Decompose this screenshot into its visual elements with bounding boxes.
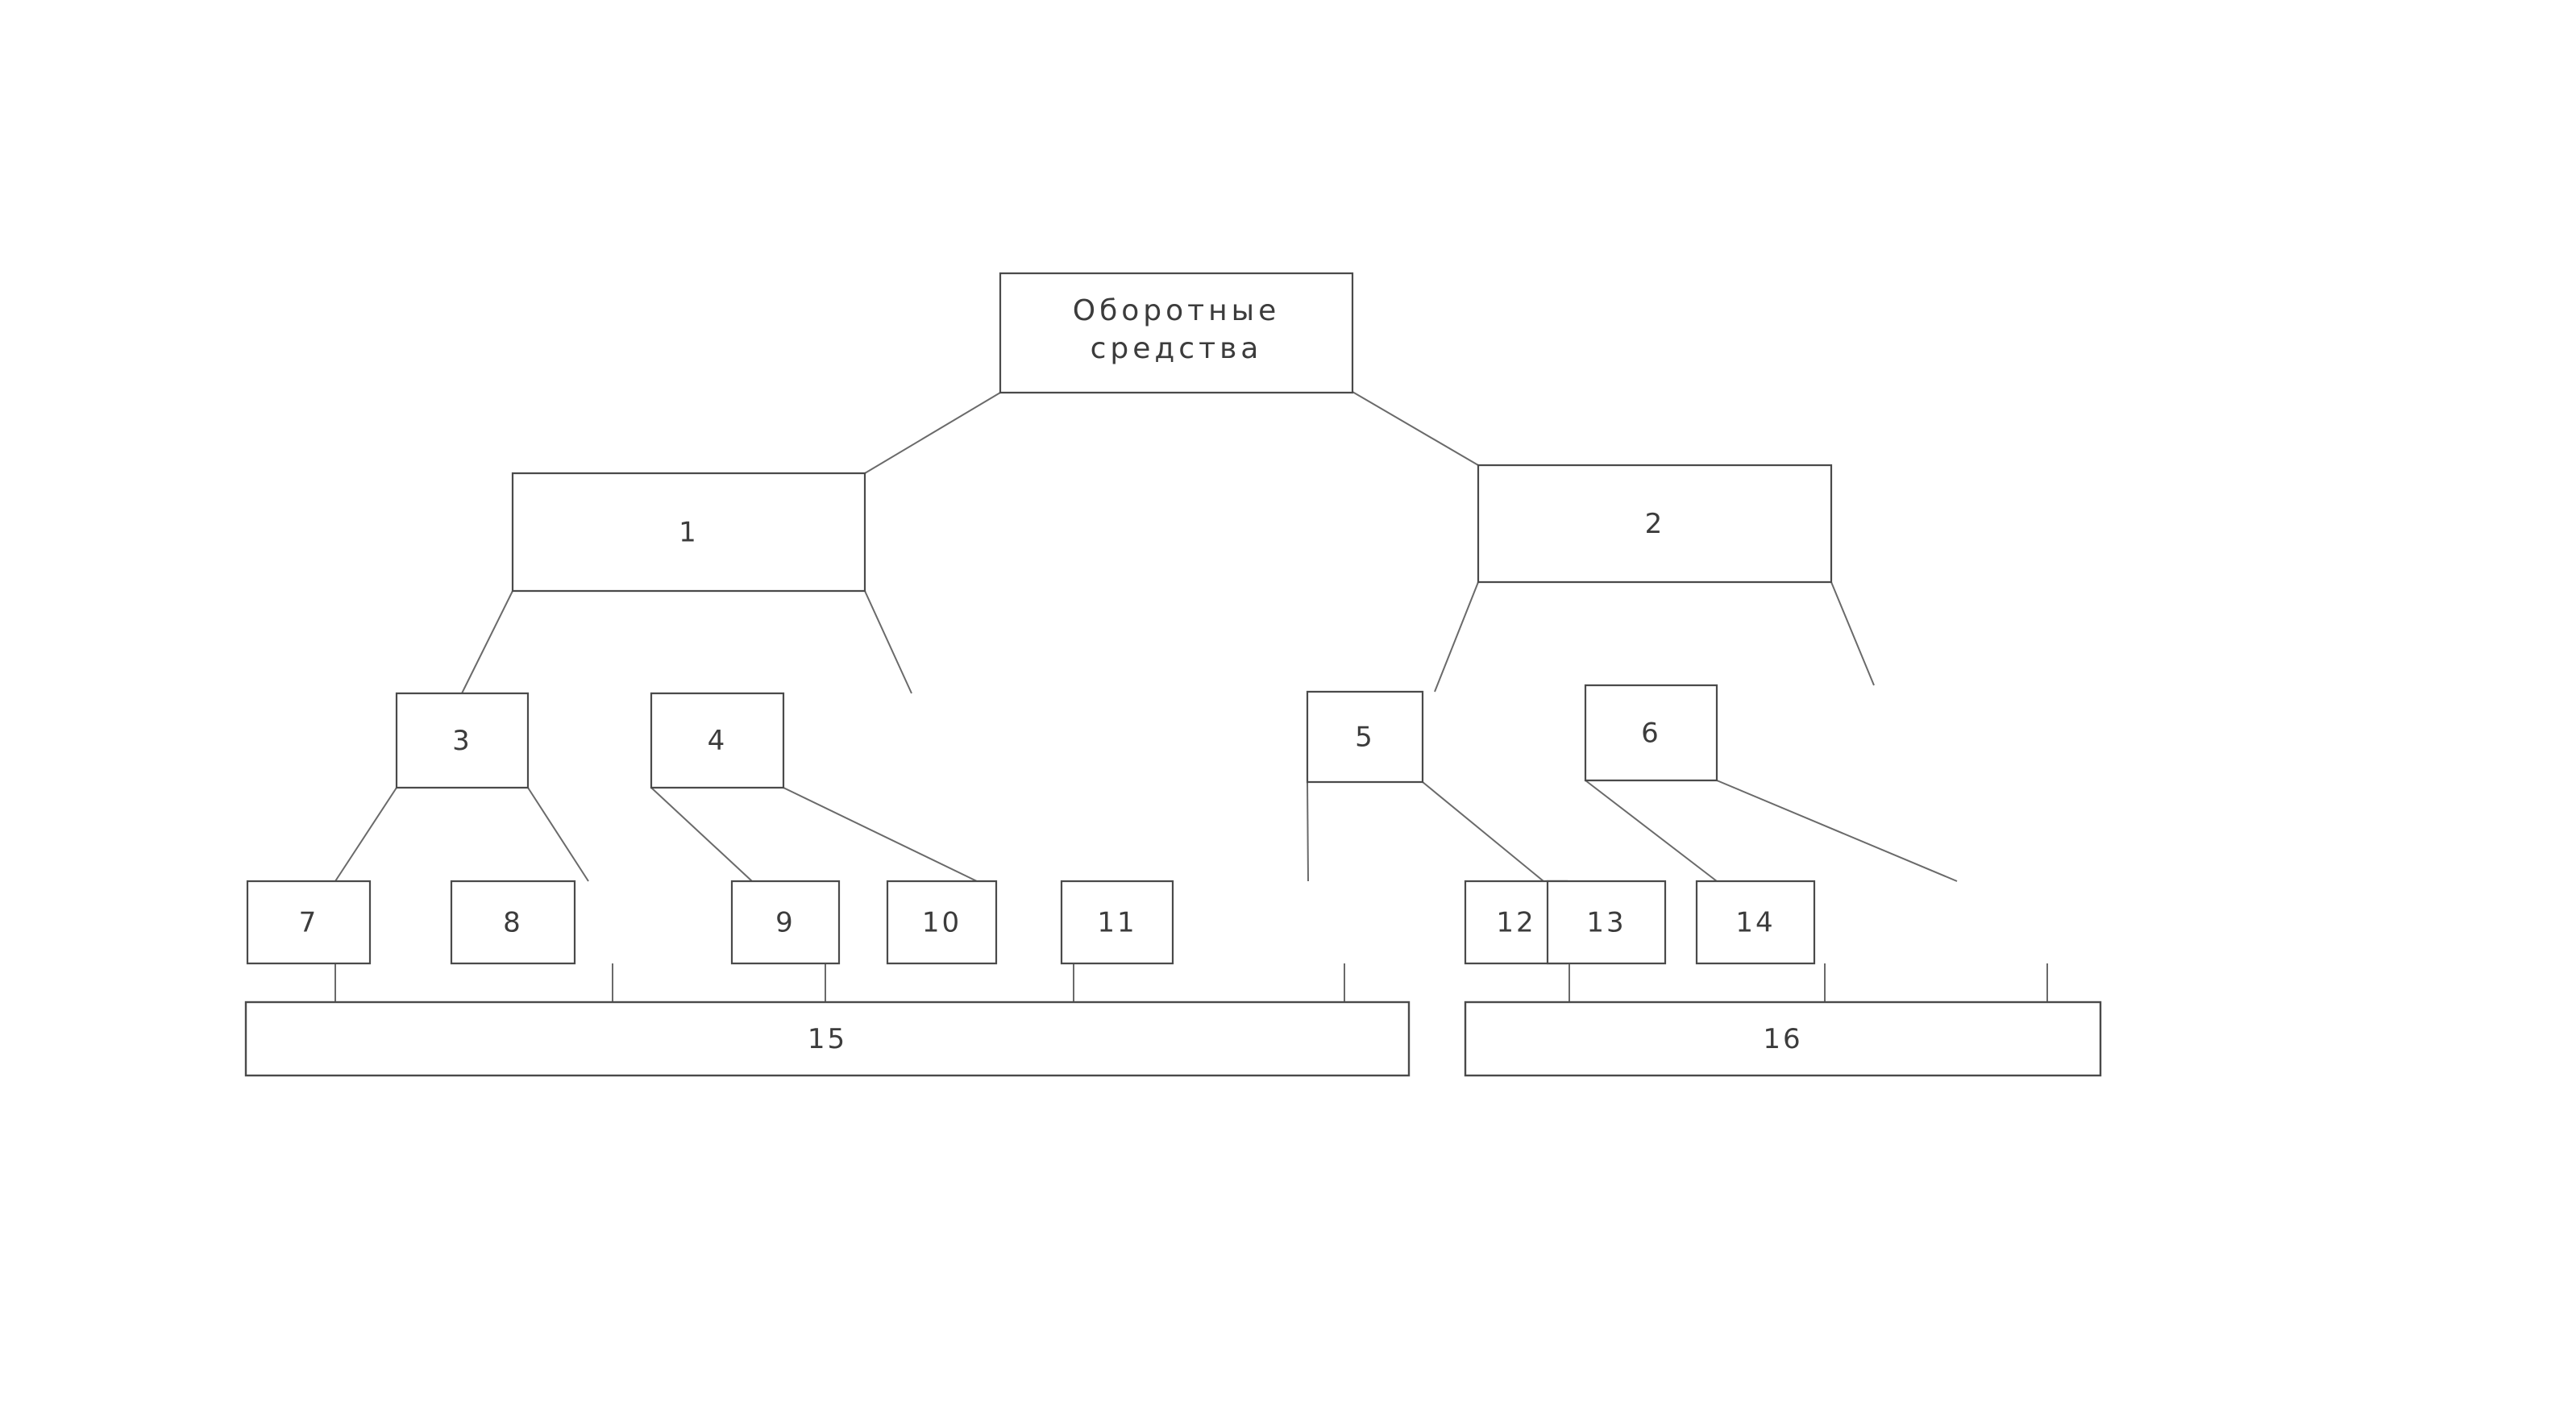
- edge-n6-to-n13: [1585, 780, 1718, 882]
- node-label-5: 5: [1355, 722, 1375, 754]
- summary-bar-16[interactable]: 16: [1464, 1001, 2102, 1077]
- node-box-8[interactable]: [451, 881, 575, 963]
- node-11[interactable]: 11: [1062, 881, 1173, 963]
- node-label-8: 8: [503, 907, 523, 939]
- node-label-10: 10: [922, 907, 962, 939]
- node-3[interactable]: 3: [397, 693, 528, 788]
- edge-n6-to-n14: [1716, 780, 1958, 882]
- node-box-4[interactable]: [651, 693, 783, 788]
- node-label-6: 6: [1641, 718, 1661, 750]
- node-label-7: 7: [299, 907, 319, 939]
- node-8[interactable]: 8: [451, 881, 575, 963]
- node-label-11: 11: [1097, 907, 1136, 939]
- edge-n3-to-n7: [334, 787, 397, 882]
- connector-edges-group: [334, 391, 1958, 882]
- root-node-label-line2: средства: [1091, 332, 1263, 365]
- edge-root-to-n1: [864, 392, 1001, 474]
- node-box-9[interactable]: [732, 881, 839, 963]
- node-13[interactable]: 13: [1548, 881, 1665, 963]
- node-7[interactable]: 7: [247, 881, 370, 963]
- node-label-9: 9: [775, 907, 796, 939]
- node-label-2: 2: [1645, 508, 1665, 540]
- node-5[interactable]: 5: [1307, 692, 1423, 782]
- node-box-3[interactable]: [397, 693, 528, 788]
- summary-bar-box-16[interactable]: [1464, 1001, 2102, 1077]
- node-box-1[interactable]: [513, 473, 865, 591]
- drop-connectors-group: [334, 963, 2048, 1002]
- node-box-2[interactable]: [1478, 465, 1831, 582]
- edge-n5-to-n12: [1422, 781, 1544, 882]
- node-6[interactable]: 6: [1585, 685, 1717, 780]
- edge-root-to-n2: [1352, 391, 1479, 466]
- node-box-10[interactable]: [887, 881, 996, 963]
- node-label-1: 1: [679, 517, 699, 549]
- edge-n3-to-n8: [527, 787, 589, 882]
- edge-n2-to-n6: [1830, 581, 1875, 686]
- node-1[interactable]: 1: [513, 473, 865, 591]
- node-label-13: 13: [1586, 907, 1626, 939]
- node-14[interactable]: 14: [1697, 881, 1814, 963]
- node-box-11[interactable]: [1062, 881, 1173, 963]
- node-box-7[interactable]: [247, 881, 370, 963]
- node-label-3: 3: [452, 725, 472, 757]
- root-node-box[interactable]: [1000, 273, 1352, 393]
- root-node-label-line1: Оборотные: [1073, 294, 1281, 327]
- node-10[interactable]: 10: [887, 881, 996, 963]
- node-label-12: 12: [1496, 907, 1535, 939]
- node-label-4: 4: [708, 725, 728, 757]
- edge-n5-to-n11: [1307, 781, 1309, 882]
- node-2[interactable]: 2: [1478, 465, 1831, 582]
- node-9[interactable]: 9: [732, 881, 839, 963]
- edge-n4-to-n9: [650, 787, 753, 882]
- node-box-14[interactable]: [1697, 881, 1814, 963]
- root-node-group[interactable]: Оборотные средства: [1000, 273, 1352, 393]
- node-box-13[interactable]: [1548, 881, 1665, 963]
- level4-nodes-group: 7 8 9 10 11 12 13 14: [247, 881, 1814, 963]
- edge-n1-to-n4: [864, 590, 912, 694]
- node-box-5[interactable]: [1307, 692, 1423, 782]
- edge-n1-to-n3: [461, 590, 513, 694]
- summary-bar-label-15: 15: [808, 1023, 847, 1055]
- summary-bar-label-16: 16: [1763, 1023, 1802, 1055]
- node-box-6[interactable]: [1585, 685, 1717, 780]
- edge-n4-to-n10: [783, 787, 978, 882]
- level3-nodes-group: 3 4 5 6: [397, 685, 1717, 788]
- node-4[interactable]: 4: [651, 693, 783, 788]
- summary-bar-box-15[interactable]: [244, 1001, 1411, 1077]
- node-label-14: 14: [1735, 907, 1775, 939]
- edge-n2-to-n5: [1434, 581, 1479, 693]
- summary-bar-15[interactable]: 15: [244, 1001, 1411, 1077]
